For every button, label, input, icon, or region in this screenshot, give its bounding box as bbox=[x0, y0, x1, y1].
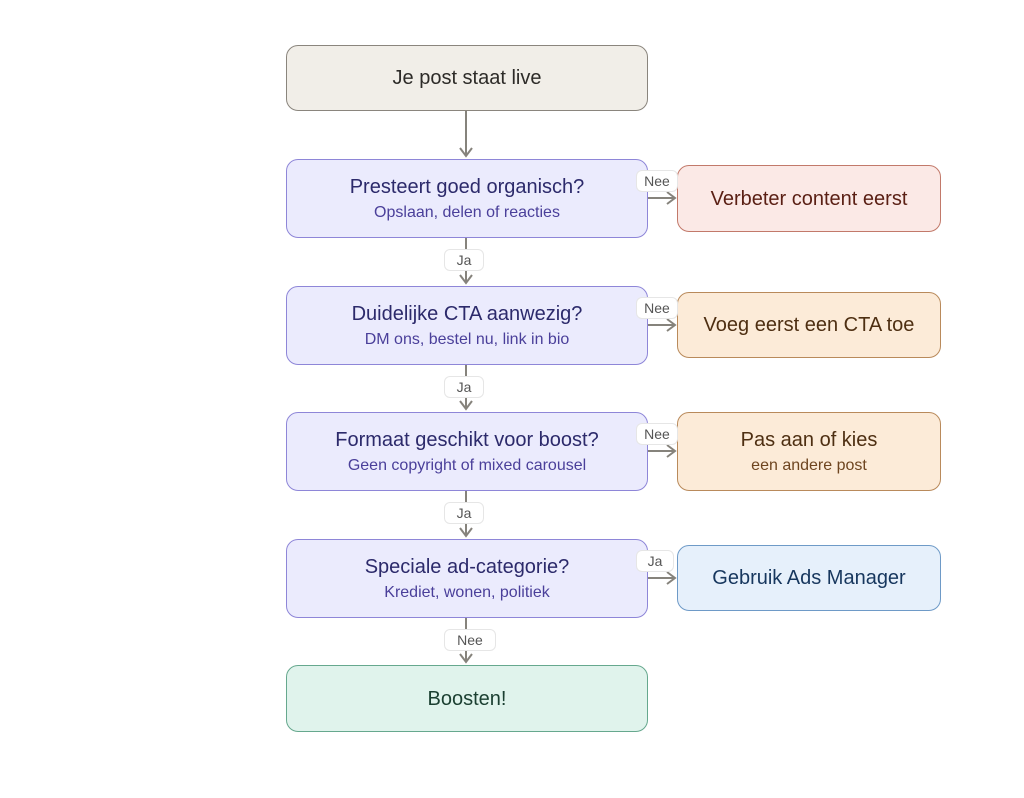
arrowhead-end bbox=[459, 653, 473, 664]
node-r3-title: Pas aan of kies bbox=[740, 428, 878, 451]
node-q4-title: Speciale ad-categorie? bbox=[364, 555, 570, 578]
node-decision-format: Formaat geschikt voor boost? Geen copyri… bbox=[286, 412, 648, 491]
node-end-boost: Boosten! bbox=[286, 665, 648, 732]
node-decision-organic: Presteert goed organisch? Opslaan, delen… bbox=[286, 159, 648, 238]
arrowhead-q3 bbox=[459, 400, 473, 411]
arrowhead-r2 bbox=[666, 318, 677, 332]
edge-label-q4-r4: Ja bbox=[636, 550, 674, 572]
node-result-add-cta: Voeg eerst een CTA toe bbox=[677, 292, 941, 358]
arrowhead-q2 bbox=[459, 274, 473, 285]
node-q2-subtitle: DM ons, bestel nu, link in bio bbox=[364, 330, 570, 348]
arrowhead-r1 bbox=[666, 191, 677, 205]
node-decision-category: Speciale ad-categorie? Krediet, wonen, p… bbox=[286, 539, 648, 618]
edge-label-q1-r1: Nee bbox=[636, 170, 678, 192]
node-r3-subtitle: een andere post bbox=[751, 456, 867, 474]
arrowhead-q1 bbox=[459, 147, 473, 158]
node-result-adjust-post: Pas aan of kies een andere post bbox=[677, 412, 941, 491]
edge-label-q1-q2: Ja bbox=[444, 249, 484, 271]
edge-label-q3-r3: Nee bbox=[636, 423, 678, 445]
node-q1-subtitle: Opslaan, delen of reacties bbox=[374, 203, 560, 221]
node-end-title: Boosten! bbox=[427, 687, 507, 710]
node-result-ads-manager: Gebruik Ads Manager bbox=[677, 545, 941, 611]
node-r2-title: Voeg eerst een CTA toe bbox=[703, 314, 915, 336]
edge-label-q4-end: Nee bbox=[444, 629, 496, 651]
node-start-title: Je post staat live bbox=[392, 67, 542, 89]
node-result-improve-content: Verbeter content eerst bbox=[677, 165, 941, 232]
node-q1-title: Presteert goed organisch? bbox=[349, 175, 585, 198]
node-q3-title: Formaat geschikt voor boost? bbox=[335, 428, 599, 451]
node-r1-title: Verbeter content eerst bbox=[710, 187, 908, 210]
arrowhead-r3 bbox=[666, 444, 677, 458]
edge-label-q3-q4: Ja bbox=[444, 502, 484, 524]
node-decision-cta: Duidelijke CTA aanwezig? DM ons, bestel … bbox=[286, 286, 648, 365]
arrowhead-q4 bbox=[459, 527, 473, 538]
node-q2-title: Duidelijke CTA aanwezig? bbox=[351, 302, 583, 325]
node-start: Je post staat live bbox=[286, 45, 648, 111]
node-q3-subtitle: Geen copyright of mixed carousel bbox=[347, 456, 587, 474]
node-r4-title: Gebruik Ads Manager bbox=[712, 567, 906, 589]
node-q4-subtitle: Krediet, wonen, politiek bbox=[384, 583, 550, 601]
arrowhead-r4 bbox=[666, 571, 677, 585]
edge-label-q2-r2: Nee bbox=[636, 297, 678, 319]
edge-label-q2-q3: Ja bbox=[444, 376, 484, 398]
